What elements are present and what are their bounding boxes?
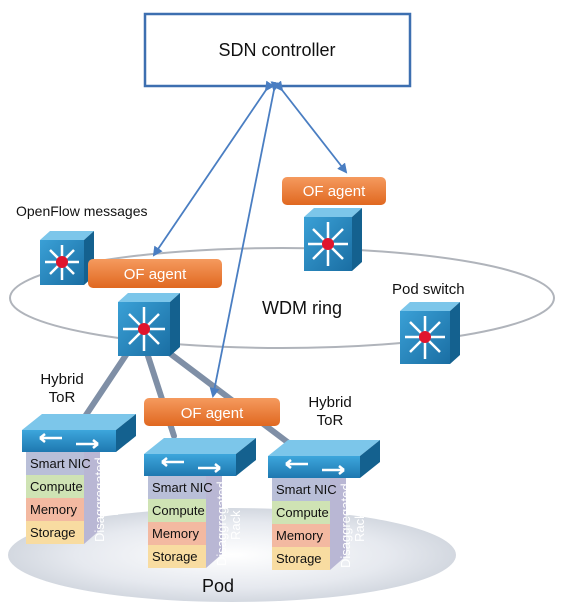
hybrid-tor-label-right-line2: ToR [317,412,344,429]
rack-3-layer-memory: Memory [276,528,323,543]
of-agent-center-label: OF agent [124,266,187,283]
rack-2-layer-nic: Smart NIC [152,480,213,495]
arrow-ctrl-switch-2 [273,80,348,174]
rack-1-layer-storage: Storage [30,525,76,540]
arrow-ctrl-switch-1 [152,80,275,257]
rack-1: Smart NIC Compute Memory Storage Disaggr… [22,414,136,544]
openflow-arrows [152,80,348,398]
rack-1-layer-compute: Compute [30,479,83,494]
pod-switch-icon [400,302,460,364]
rack-3-layer-storage: Storage [276,551,322,566]
rack-2: Smart NIC Compute Memory Storage Disaggr… [144,438,256,568]
hybrid-tor-label-left-line1: Hybrid [40,371,83,388]
rack-3-side-line2: Rack [352,512,367,542]
of-agent-top-label: OF agent [303,183,366,200]
rack-1-side-line1: Disaggregated [92,457,107,542]
arrow-ctrl-tor-2 [209,81,281,398]
link-to-tor-1 [81,349,131,421]
rack-3-layer-compute: Compute [276,505,329,520]
rack-2-side-line2: Rack [228,510,243,540]
pod-label: Pod [202,576,234,596]
of-agent-pod-label: OF agent [181,405,244,422]
rack-3-layer-nic: Smart NIC [276,482,337,497]
hybrid-tor-label-right-line1: Hybrid [308,394,351,411]
wdm-ring [9,247,555,349]
of-agent-center: OF agent [88,259,222,288]
rack-3-side-line1: Disaggregated [338,483,353,568]
rack-1-layer-nic: Smart NIC [30,456,91,471]
hybrid-tor-label-left-line2: ToR [49,389,76,406]
pod-switch-label: Pod switch [392,281,465,298]
rack-1-side-line2: Rack [106,486,121,516]
of-agent-top: OF agent [282,177,386,205]
switch-left-icon [40,231,94,285]
of-agent-pod: OF agent [144,398,280,426]
rack-2-side-line1: Disaggregated [214,481,229,566]
rack-2-layer-compute: Compute [152,503,205,518]
wdm-ring-label: WDM ring [262,298,342,318]
rack-2-layer-memory: Memory [152,526,199,541]
switch-center-icon [118,293,180,356]
rack-1-layer-memory: Memory [30,502,77,517]
sdn-controller-label: SDN controller [218,40,335,60]
rack-2-layer-storage: Storage [152,549,198,564]
switch-top-right-icon [304,208,362,271]
rack-3: Smart NIC Compute Memory Storage Disaggr… [268,440,380,570]
openflow-messages-label: OpenFlow messages [16,203,148,219]
